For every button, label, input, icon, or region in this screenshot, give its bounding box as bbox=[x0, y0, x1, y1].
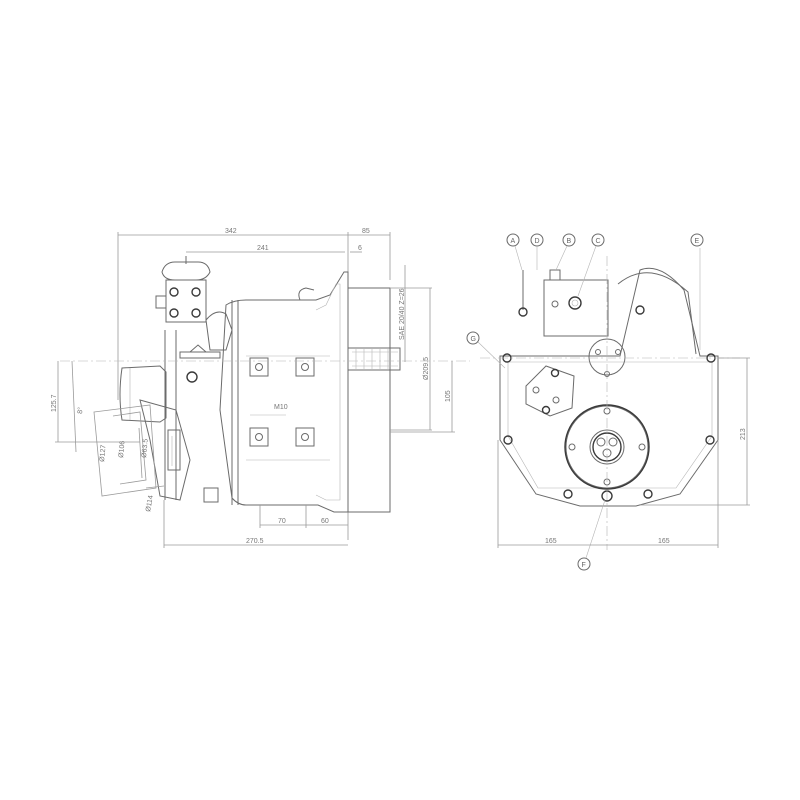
side-view: 342 85 241 6 M10 bbox=[51, 228, 470, 548]
dim-half-width-left: 165 bbox=[545, 538, 557, 545]
dim-half-width-right: 165 bbox=[658, 538, 670, 545]
dim-dia-63: Ø63.5 bbox=[141, 438, 150, 458]
dim-angle: 8° bbox=[76, 407, 85, 415]
callout-e: E bbox=[695, 238, 700, 245]
front-view: A D B C E G F 165 165 213 bbox=[466, 233, 750, 571]
callout-c: C bbox=[596, 238, 601, 245]
dim-dia-127: Ø127 bbox=[99, 444, 107, 462]
dim-dia-114: Ø114 bbox=[145, 495, 155, 513]
dim-flange-offset: 85 bbox=[362, 228, 370, 235]
callout-d: D bbox=[535, 238, 540, 245]
dim-thread: M10 bbox=[274, 404, 288, 411]
dim-bolt-spacing-b: 60 bbox=[321, 518, 329, 525]
callout-a: A bbox=[511, 238, 516, 245]
dim-upper-length: 241 bbox=[257, 245, 269, 252]
dim-flange-diameter: Ø209.5 bbox=[423, 357, 430, 380]
callout-f: F bbox=[582, 562, 586, 569]
dim-left-height: 125.7 bbox=[51, 394, 58, 412]
callout-g: G bbox=[471, 336, 476, 343]
dim-overall-length: 342 bbox=[225, 228, 237, 235]
dim-shaft-height: 105 bbox=[445, 390, 452, 402]
dim-small-offset: 6 bbox=[358, 245, 362, 252]
dim-dia-106: Ø106 bbox=[118, 440, 126, 458]
dim-front-height: 213 bbox=[740, 428, 747, 440]
callout-b: B bbox=[567, 238, 572, 245]
dim-bolt-spacing-a: 70 bbox=[278, 518, 286, 525]
dim-shaft-spline: SAE 20/40 Z=26 bbox=[399, 288, 406, 340]
dim-base-length: 270.5 bbox=[246, 538, 264, 545]
